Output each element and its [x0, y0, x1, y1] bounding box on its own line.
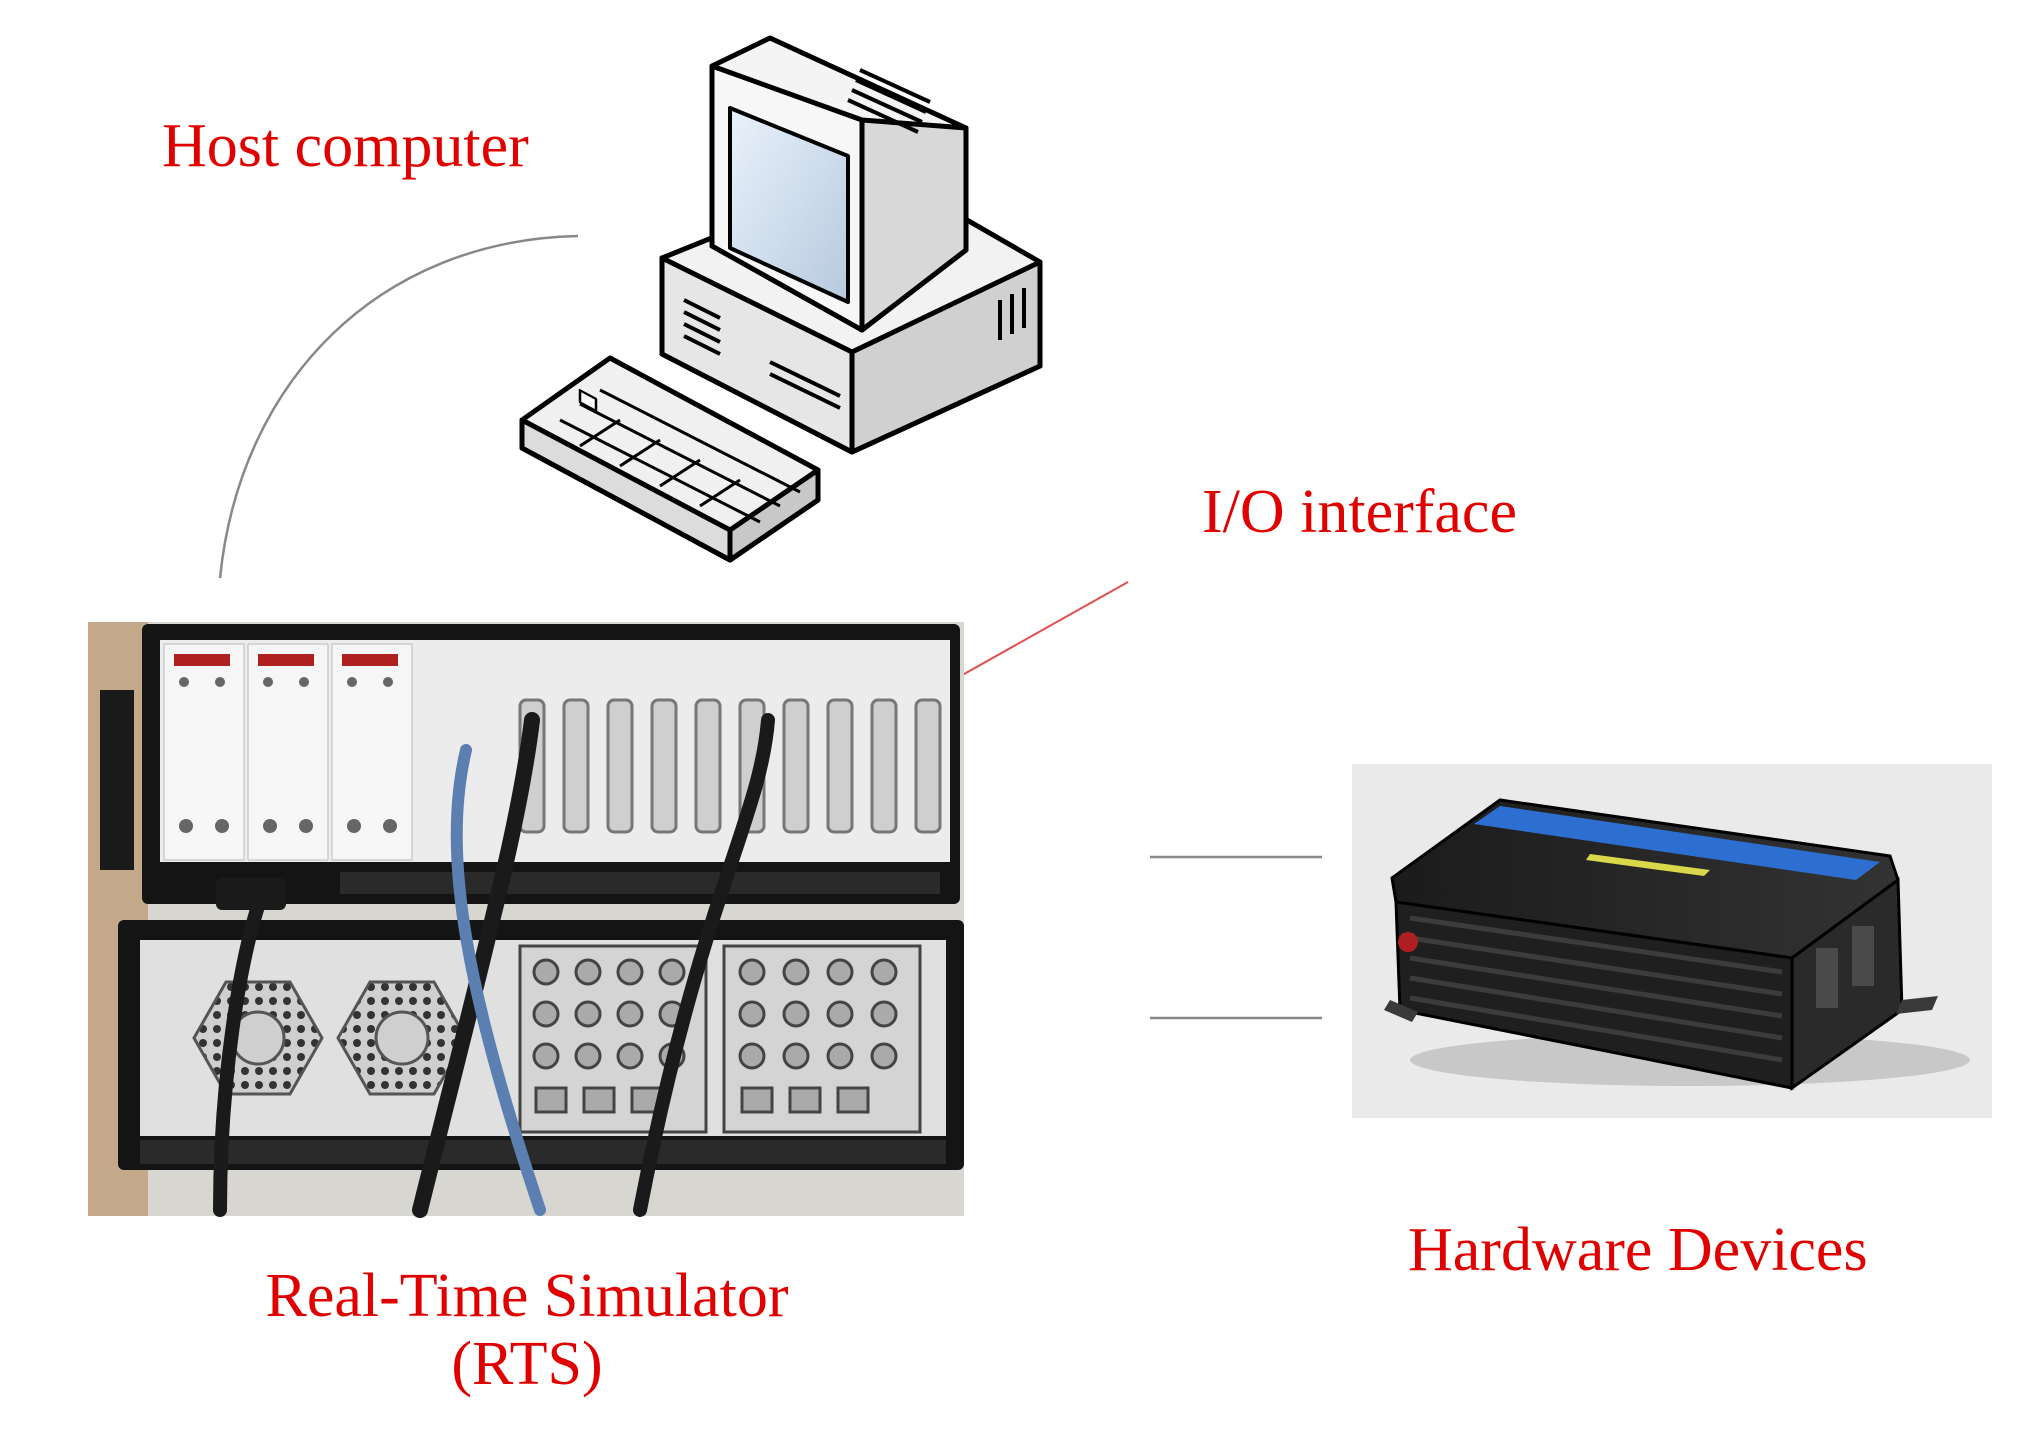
rts-label: Real-Time Simulator (RTS) — [232, 1262, 822, 1398]
bnc-connectors — [518, 944, 922, 1134]
rts-label-line2: (RTS) — [451, 1330, 603, 1399]
simulator-rack-photo — [88, 622, 964, 1218]
controller-cards — [163, 643, 413, 861]
cables — [213, 712, 775, 1218]
desktop-computer-icon — [519, 35, 1043, 563]
rts-label-line1: Real-Time Simulator — [265, 1262, 789, 1330]
host-rts-connector — [218, 234, 579, 579]
hardware-devices-label: Hardware Devices — [1408, 1216, 1868, 1284]
host-computer-label: Host computer — [162, 112, 529, 180]
power-inverter-photo — [1352, 764, 1992, 1118]
io-interface-label: I/O interface — [1202, 478, 1517, 546]
